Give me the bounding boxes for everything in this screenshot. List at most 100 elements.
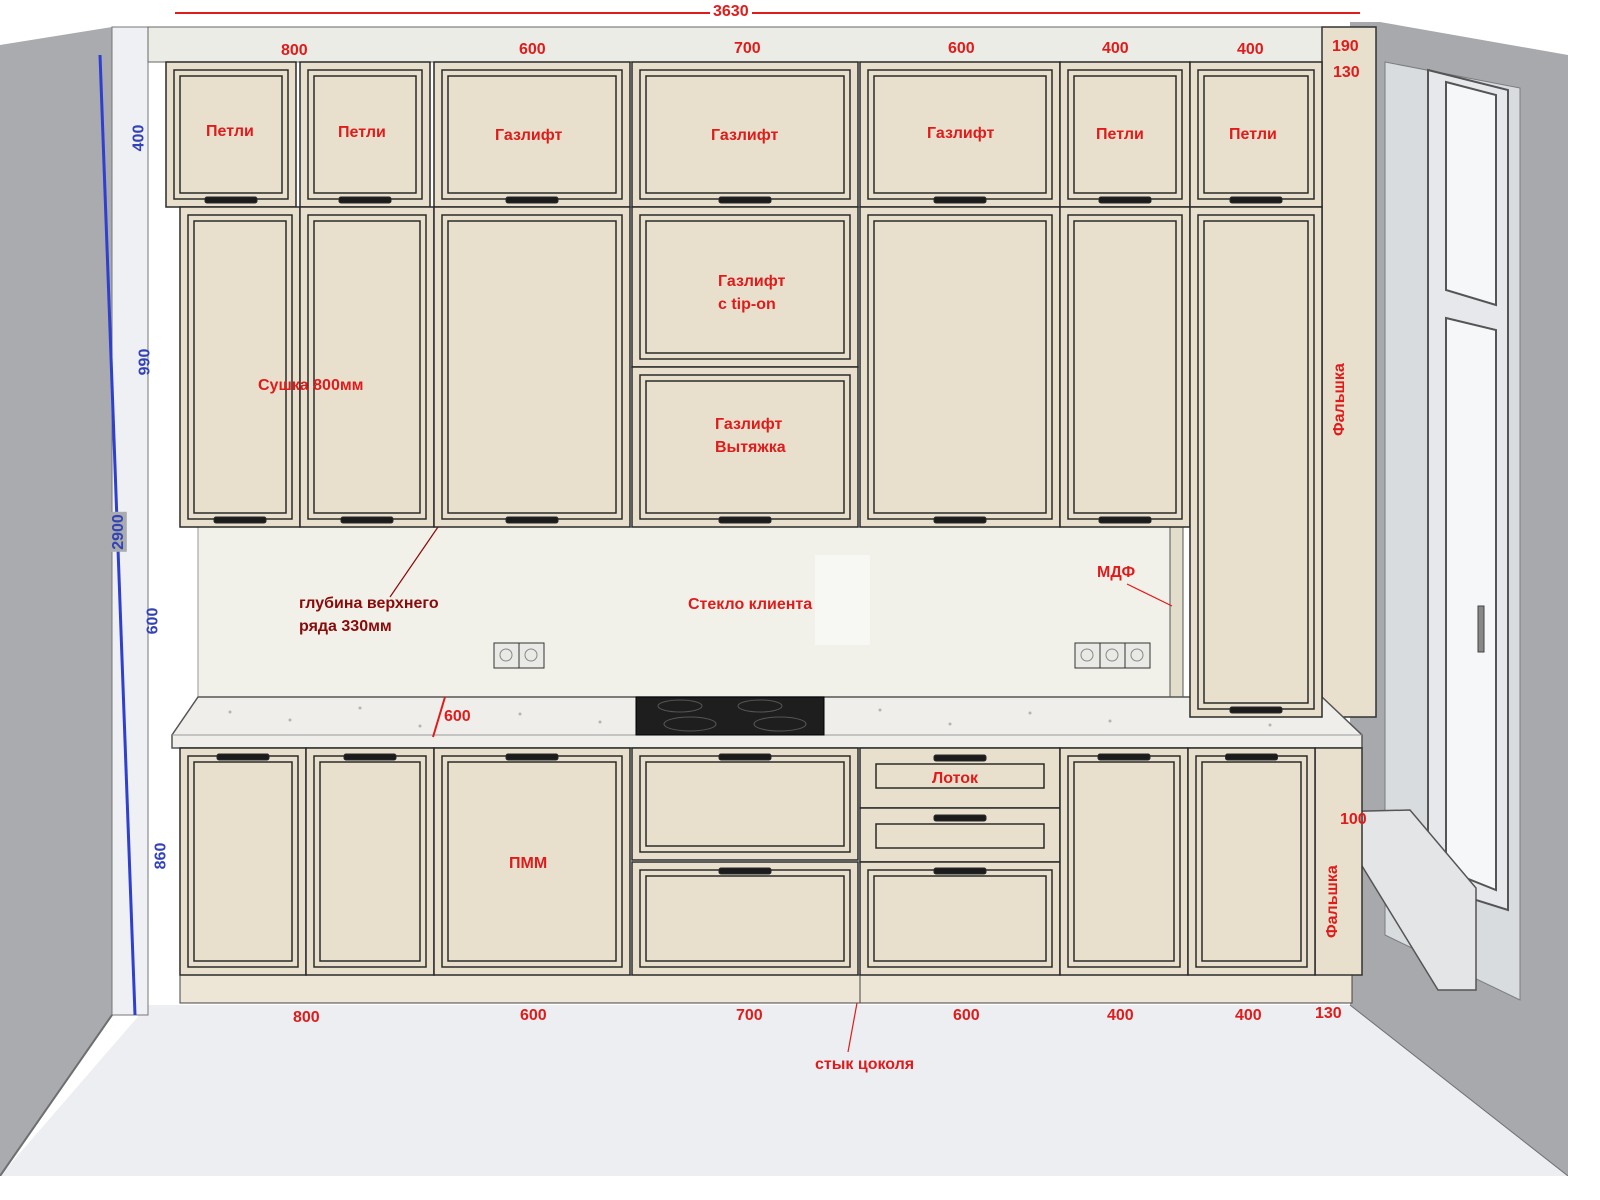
middle-door-tipon-panel [645, 220, 845, 354]
top-width-400b: 400 [1237, 41, 1264, 58]
base-door-7-handle [1225, 753, 1278, 761]
upper-door-3-panel [447, 75, 617, 194]
base-drawer-1-handle [718, 753, 772, 761]
base-drawer-1-panel [645, 761, 845, 847]
top-width-600b: 600 [948, 40, 975, 57]
height-base: 860 [152, 842, 170, 870]
worktop-depth-leader [432, 696, 446, 738]
sill-width: 100 [1340, 811, 1367, 828]
label-false-panel-bottom: Фальшка [1324, 865, 1341, 938]
bottom-width-600b: 600 [953, 1007, 980, 1024]
base-door-2-handle [343, 753, 397, 761]
height-upper-row: 400 [130, 124, 148, 152]
window-pane-top [1445, 80, 1497, 307]
label-hinges-1: Петли [206, 123, 254, 140]
middle-door-2-handle [340, 516, 394, 524]
label-gaslift-hood: Газлифт Вытяжка [715, 416, 786, 456]
cooktop [635, 696, 825, 736]
top-width-800: 800 [281, 42, 308, 59]
small-drawer-panel [875, 823, 1045, 849]
bottom-width-600: 600 [520, 1007, 547, 1024]
left-wall [0, 27, 112, 1176]
upper-door-5-handle [933, 196, 987, 204]
upper-door-1-handle [204, 196, 258, 204]
base-door-7-panel [1201, 761, 1302, 962]
middle-door-3-handle [505, 516, 559, 524]
small-drawer-handle [933, 814, 987, 822]
tray-drawer-panel [875, 763, 1045, 789]
label-hinges-4: Петли [1229, 126, 1277, 143]
socket-group-right [1074, 642, 1151, 669]
label-hinges-3: Петли [1096, 126, 1144, 143]
label-dishwasher: ПММ [509, 855, 548, 872]
worktop-depth: 600 [444, 708, 471, 725]
top-gap: 130 [1333, 64, 1360, 81]
base-door-6-panel [1073, 761, 1175, 962]
base-door-6-handle [1097, 753, 1151, 761]
upper-door-7-panel [1203, 75, 1309, 194]
upper-door-6-panel [1073, 75, 1177, 194]
mdf-panel [1169, 526, 1184, 718]
floor [0, 1005, 1568, 1176]
upper-door-4-panel [645, 75, 845, 194]
label-tray: Лоток [932, 770, 979, 787]
cornice-height: 190 [1332, 38, 1359, 55]
label-client-glass: Стекло клиента [688, 596, 813, 613]
middle-door-6-panel [1073, 220, 1177, 514]
kitchen-elevation-drawing: 3630 800 600 700 600 400 400 190 130 800… [0, 4, 1568, 1176]
bottom-width-400b: 400 [1235, 1007, 1262, 1024]
window-handle [1477, 605, 1485, 653]
upper-door-2-panel [313, 75, 417, 194]
window-pane-bottom [1445, 316, 1497, 892]
base-door-1-handle [216, 753, 270, 761]
middle-door-5-handle [933, 516, 987, 524]
label-plinth-joint: стык цоколя [815, 1056, 915, 1073]
label-gaslift-1: Газлифт [495, 127, 563, 144]
cabinet-layer [165, 61, 1323, 976]
base-drawer-3-handle [933, 867, 987, 875]
label-upper-depth: глубина верхнего ряда 330мм [299, 595, 439, 635]
top-width-400: 400 [1102, 40, 1129, 57]
upper-door-3-handle [505, 196, 559, 204]
tray-handle [933, 754, 987, 762]
bottom-width-400: 400 [1107, 1007, 1134, 1024]
bottom-right-130: 130 [1315, 1005, 1342, 1022]
mdf-leader [1126, 583, 1173, 607]
kitchen-drawing [0, 12, 1568, 1176]
label-gaslift-tipon: Газлифт с tip-on [718, 273, 786, 313]
base-door-2-panel [319, 761, 421, 962]
label-hinges-2: Петли [338, 124, 386, 141]
bottom-width-800: 800 [293, 1009, 320, 1026]
bottom-width-700: 700 [736, 1007, 763, 1024]
top-width-700: 700 [734, 40, 761, 57]
socket-group-left [493, 642, 545, 669]
upper-door-1-panel [179, 75, 283, 194]
label-dryer: Сушка 800мм [258, 377, 364, 394]
upper-door-2-handle [338, 196, 392, 204]
right-filler-lower [1314, 747, 1363, 976]
base-drawer-2-handle [718, 867, 772, 875]
tall-column-door-handle [1229, 706, 1283, 714]
label-gaslift-2: Газлифт [711, 127, 779, 144]
plinth [179, 974, 1353, 1004]
overall-width-dimension: 3630 [710, 4, 752, 20]
middle-door-1-handle [213, 516, 267, 524]
upper-depth-leader [389, 526, 439, 598]
label-gaslift-3: Газлифт [927, 125, 995, 142]
right-filler-upper [1321, 26, 1377, 718]
middle-door-hood-handle [718, 516, 772, 524]
base-drawer-3-panel [873, 875, 1047, 962]
plinth-joint-leader [847, 1002, 858, 1053]
upper-door-5-panel [873, 75, 1047, 194]
label-false-panel-top: Фальшка [1331, 363, 1348, 436]
middle-door-2-panel [313, 220, 421, 514]
tall-column-door-panel [1203, 220, 1309, 704]
back-wall-left-pilaster [111, 26, 149, 1016]
upper-door-4-handle [718, 196, 772, 204]
backsplash-glass [197, 526, 1184, 700]
base-door-dishwasher-panel [447, 761, 617, 962]
upper-door-6-handle [1098, 196, 1152, 204]
height-backsplash: 600 [144, 607, 162, 635]
base-drawer-2-panel [645, 875, 845, 962]
base-door-1-panel [193, 761, 293, 962]
